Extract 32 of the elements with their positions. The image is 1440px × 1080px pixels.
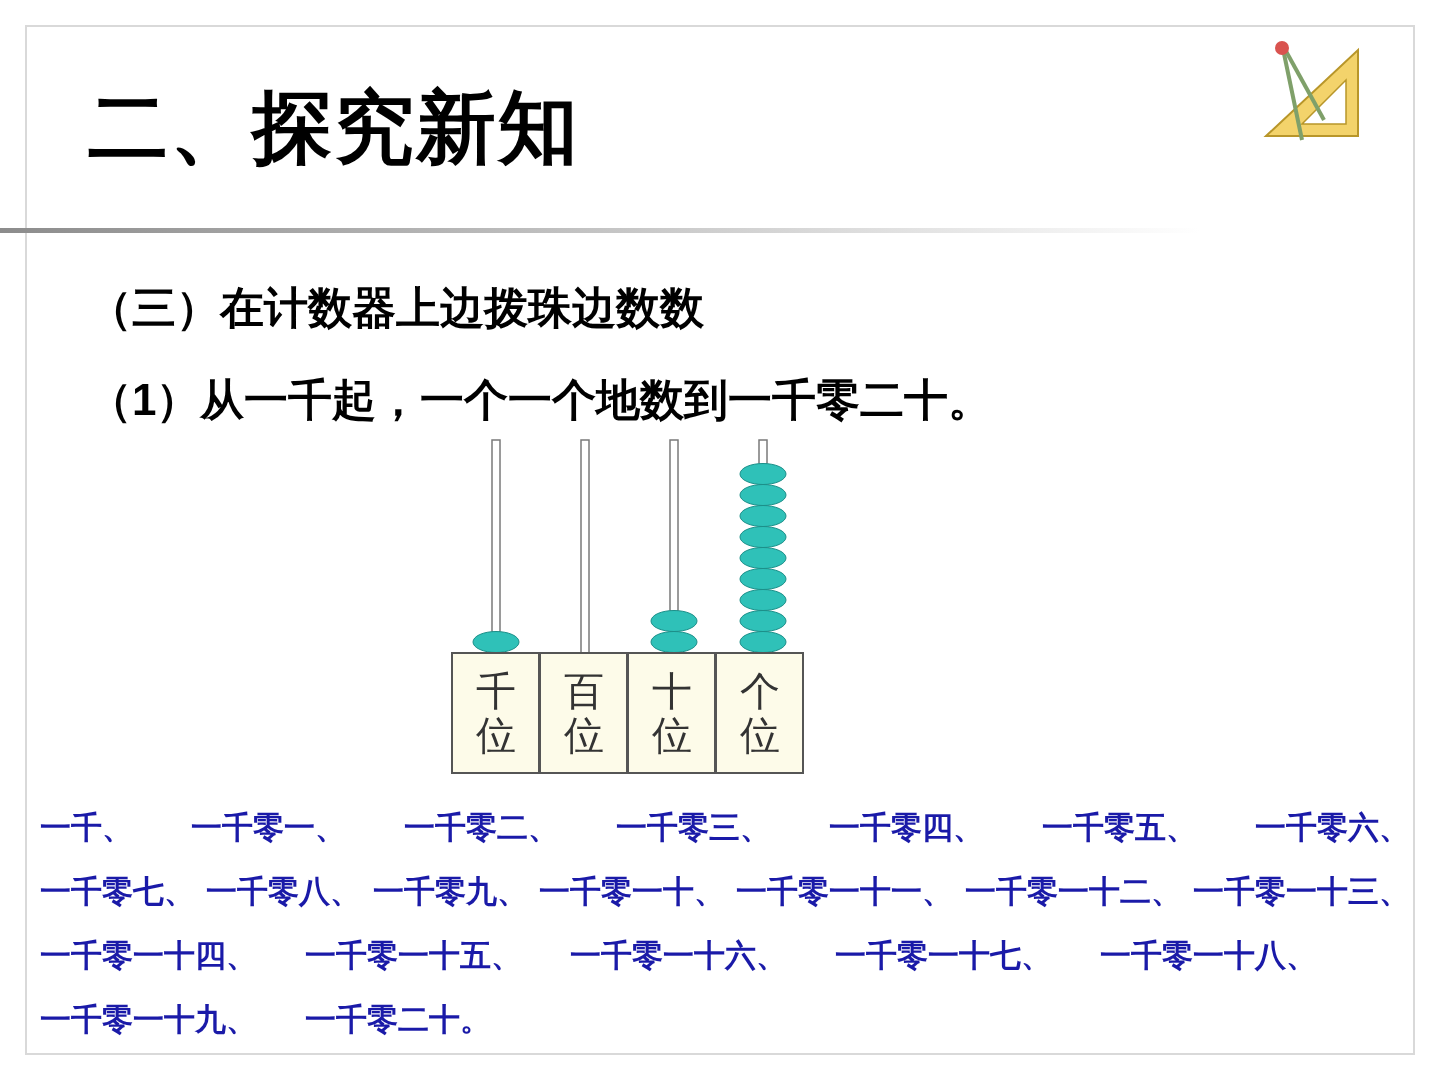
count-word: 一千零一十五、 [305, 937, 522, 975]
place-value-label: 百位 [563, 669, 604, 757]
count-word: 一千零六、 [1254, 809, 1410, 847]
section-heading: （三）在计数器上边拨珠边数数 [88, 282, 704, 334]
count-word: 一千零一十三、 [1192, 873, 1410, 911]
count-word: 一千零一十六、 [570, 937, 787, 975]
count-word: 一千零一十九、 [40, 1001, 257, 1039]
count-word: 一千、 [40, 809, 133, 847]
count-word: 一千零四、 [829, 809, 985, 847]
count-word: 一千零五、 [1042, 809, 1198, 847]
count-word: 一千零二十。 [305, 1001, 491, 1039]
place-value-box [627, 652, 716, 774]
count-word: 一千零三、 [616, 809, 772, 847]
count-word: 一千零七、 [40, 873, 195, 911]
instruction-text: （1）从一千起，一个一个地数到一千零二十。 [88, 374, 994, 426]
place-value-label: 十位 [651, 669, 692, 757]
count-word: 一千零一十、 [539, 873, 725, 911]
place-value-box [451, 652, 540, 774]
slide-title: 二、探究新知 [88, 88, 580, 168]
count-word: 一千零一、 [190, 809, 346, 847]
place-value-box [715, 652, 804, 774]
count-word: 一千零八、 [206, 873, 362, 911]
count-word: 一千零一十八、 [1100, 937, 1317, 975]
count-word: 一千零一十一、 [736, 873, 954, 911]
count-word: 一千零一十二、 [964, 873, 1182, 911]
count-word: 一千零一十四、 [40, 937, 257, 975]
place-value-box [539, 652, 628, 774]
place-value-label: 千位 [475, 669, 516, 757]
count-word: 一千零九、 [372, 873, 528, 911]
count-word: 一千零二、 [403, 809, 559, 847]
place-value-label: 个位 [739, 669, 780, 757]
count-word: 一千零一十七、 [835, 937, 1052, 975]
